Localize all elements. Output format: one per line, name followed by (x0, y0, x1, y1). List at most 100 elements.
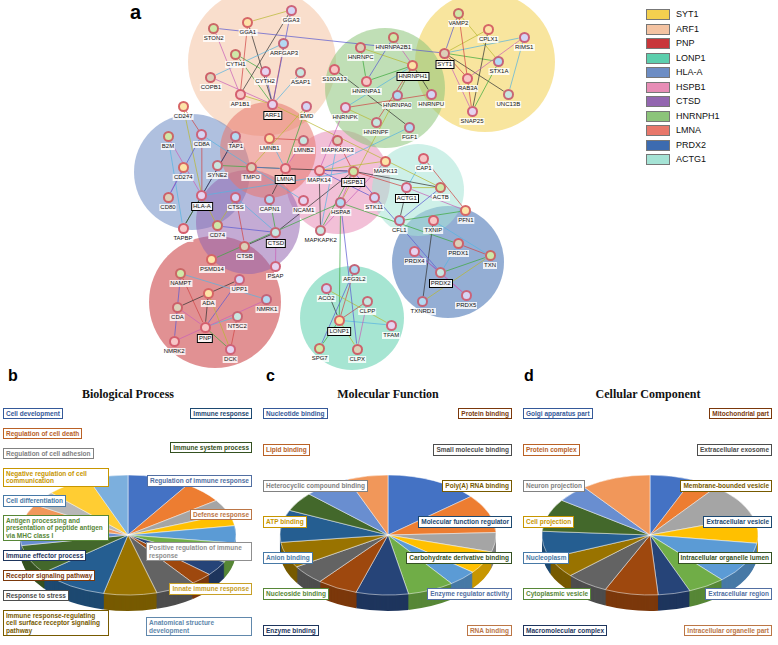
protein-label: NT5C2 (227, 323, 248, 330)
protein-label: CTSB (236, 253, 254, 260)
protein-node: TAPBP (178, 223, 189, 234)
protein-label: TFAM (382, 332, 400, 339)
protein-node: HNRNPA1 (361, 76, 372, 87)
protein-node: CD80 (163, 192, 174, 203)
interaction-line (412, 190, 461, 209)
legend-row: LONP1 (646, 52, 774, 67)
category-label: Macromolecular complex (523, 625, 607, 636)
protein-node: MAPKAPK3 (332, 135, 343, 146)
protein-label: CTSD (266, 239, 286, 248)
protein-label: VAMP2 (448, 20, 470, 27)
protein-label: TAP1 (227, 143, 244, 150)
interaction-line (257, 167, 280, 168)
category-label: Protein binding (458, 408, 512, 419)
interaction-line (427, 259, 485, 299)
protein-node: CTSD (270, 227, 281, 238)
cluster-halo (220, 102, 316, 198)
protein-label: NCAM1 (292, 207, 315, 214)
protein-node: CPLX1 (483, 24, 494, 35)
interaction-line (274, 15, 290, 99)
category-label: Cell differentiation (3, 495, 66, 506)
protein-label: PFN1 (457, 217, 474, 224)
protein-node: PRDX4 (409, 246, 420, 257)
protein-label: SPG7 (311, 355, 329, 362)
category-label: Enzyme binding (263, 625, 319, 636)
legend-text: ACTG1 (676, 154, 706, 165)
protein-label: HNRNPC (347, 54, 375, 61)
protein-label: ACTG1 (395, 194, 419, 203)
protein-node: NCAM1 (298, 195, 309, 206)
protein-label: HNRNPA2B1 (374, 44, 412, 51)
protein-label: CD247 (173, 113, 194, 120)
protein-node: CLPP (362, 296, 373, 307)
protein-node: PSMD14 (206, 254, 217, 265)
cluster-halo (300, 266, 404, 370)
protein-label: HLA-A (191, 202, 213, 211)
protein-label: GGA1 (239, 29, 258, 36)
category-label: Nucleoplasm (523, 552, 569, 563)
category-label: Poly(A) RNA binding (442, 480, 512, 491)
panel-letter: d (524, 368, 534, 384)
protein-label: LONP1 (327, 327, 351, 336)
category-label: Immune response-regulating cell surface … (3, 610, 109, 636)
panel-letter: b (8, 368, 18, 384)
category-label: Negative regulation of cell communicatio… (3, 468, 109, 487)
category-label: Regulation of cell adhesion (3, 448, 94, 459)
protein-label: UNC13B (496, 101, 522, 108)
protein-label: TXNIP (423, 227, 443, 234)
protein-label: S100A13 (321, 76, 348, 83)
protein-node: ASAP1 (295, 67, 306, 78)
protein-node: PNP (200, 322, 211, 333)
protein-label: PRDX1 (447, 250, 469, 257)
protein-node: NMRK2 (169, 336, 180, 347)
protein-label: HSPB1 (341, 178, 365, 187)
category-label: Extracellular vesicle (703, 516, 772, 527)
interaction-line (241, 28, 248, 89)
legend-swatch (646, 53, 670, 64)
protein-node: EMD (301, 101, 312, 112)
protein-node: ACO2 (321, 283, 332, 294)
category-label: ATP binding (263, 516, 307, 527)
protein-label: PRDX5 (455, 302, 477, 309)
protein-node: STX1A (493, 56, 504, 67)
protein-node: HNRNPA0 (392, 90, 403, 101)
category-label: Anatomical structure development (146, 617, 252, 636)
protein-node: MAPK14 (314, 165, 325, 176)
protein-label: CD80 (159, 204, 176, 211)
interaction-line (459, 19, 471, 107)
protein-node: CTSB (239, 241, 250, 252)
protein-node: STON2 (208, 23, 219, 34)
category-label: Innate immune response (169, 583, 252, 594)
category-label: Cytoplasmic vesicle (523, 588, 591, 599)
panel-letter: a (130, 2, 141, 22)
protein-label: HNRNPA0 (382, 102, 412, 109)
protein-label: TXN (483, 262, 497, 269)
protein-label: ACO2 (317, 295, 335, 302)
protein-label: MAPK14 (306, 177, 332, 184)
protein-node: COPB1 (205, 72, 216, 83)
category-label: Intracellular organelle part (684, 625, 772, 636)
interaction-line (207, 172, 347, 195)
interaction-line (346, 205, 453, 242)
protein-label: TXNRD1 (410, 308, 436, 315)
protein-label: STX1A (488, 68, 509, 75)
protein-node: TMPO (246, 162, 257, 173)
legend-row: ACTG1 (646, 153, 774, 168)
legend-text: SYT1 (676, 9, 699, 20)
legend-text: HLA-A (676, 67, 703, 78)
legend-row: ARF1 (646, 23, 774, 38)
protein-node: TAP1 (230, 131, 241, 142)
protein-node: ADA (203, 288, 214, 299)
protein-node: B2M (163, 131, 174, 142)
protein-label: STON2 (203, 35, 225, 42)
interaction-line (325, 170, 348, 172)
legend-row: HLA-A (646, 66, 774, 81)
protein-label: CYTH1 (225, 61, 247, 68)
protein-label: DCK (223, 356, 238, 363)
protein-label: CFL1 (391, 227, 408, 234)
category-label: Molecular function regulator (418, 516, 512, 527)
legend-text: HSPB1 (676, 82, 706, 93)
protein-label: ADA (201, 300, 215, 307)
protein-label: CD274 (173, 174, 194, 181)
interaction-line (179, 302, 262, 339)
